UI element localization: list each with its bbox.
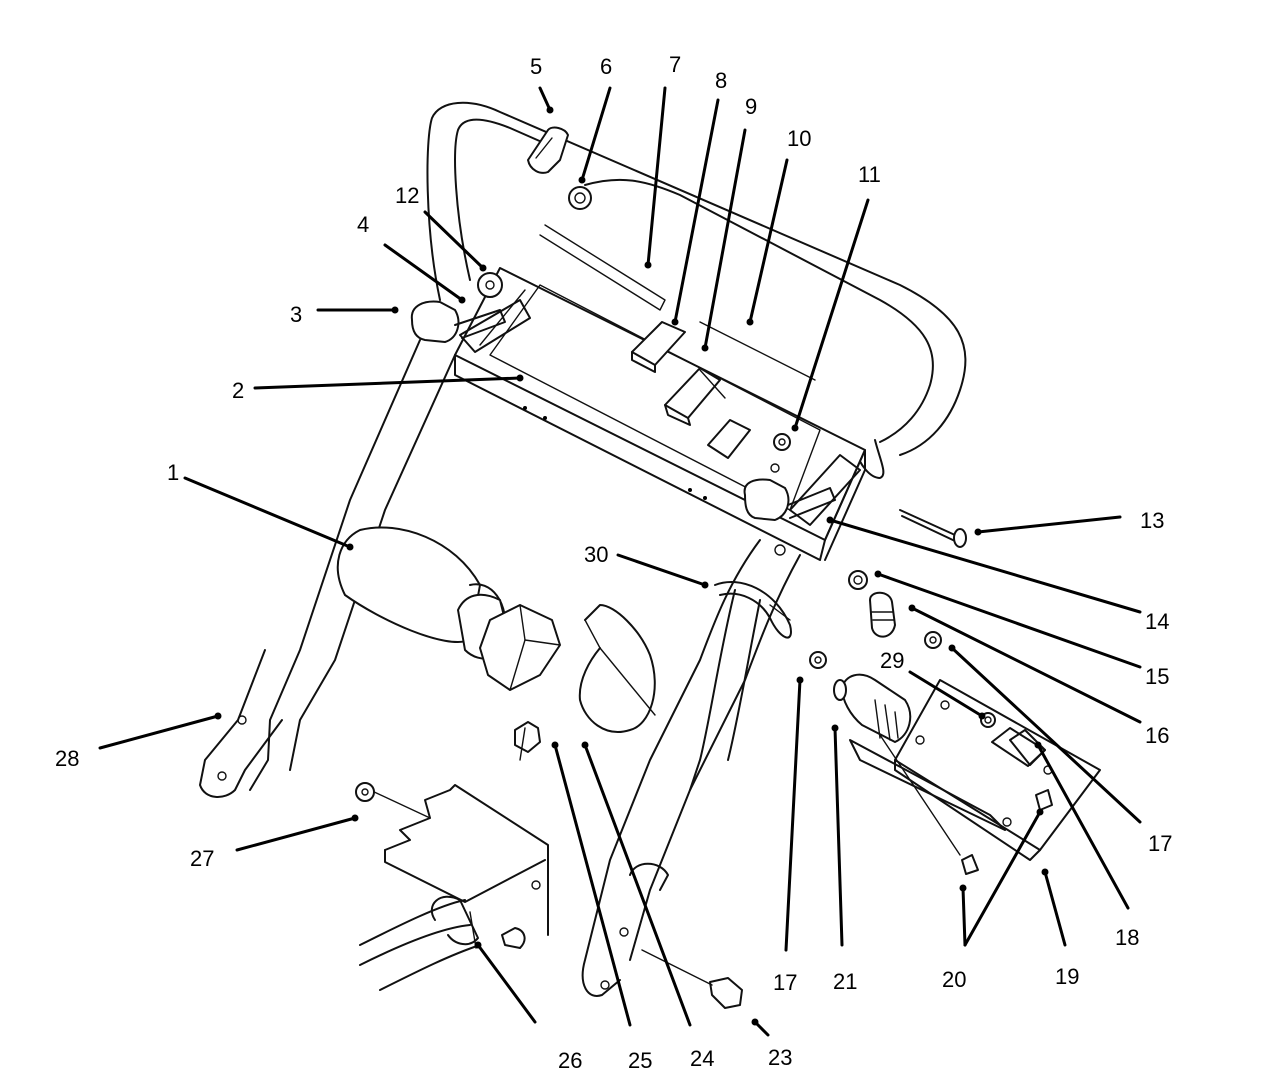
callout-1: 1	[167, 460, 179, 485]
callout-18: 18	[1115, 925, 1139, 950]
callout-24: 24	[690, 1046, 714, 1071]
control-panel	[454, 267, 866, 561]
callout-20: 20	[942, 967, 966, 992]
callout-13: 13	[1140, 508, 1164, 533]
callout-3: 3	[290, 302, 302, 327]
cylinder-part	[336, 526, 561, 691]
lower-left-bracket	[355, 782, 743, 1009]
clamp-part	[578, 604, 656, 733]
screw-25	[514, 721, 541, 761]
callout-5: 5	[530, 54, 542, 79]
leader-lines	[98, 86, 1142, 1037]
callout-8: 8	[715, 68, 727, 93]
callout-29: 29	[880, 648, 904, 673]
callout-21: 21	[833, 969, 857, 994]
callout-2: 2	[232, 378, 244, 403]
callout-28: 28	[55, 746, 79, 771]
cable-tie	[714, 580, 792, 639]
lower-right-bracket	[809, 631, 1101, 875]
callout-26: 26	[558, 1048, 582, 1073]
callout-17-bottom: 17	[773, 970, 797, 995]
callout-16: 16	[1145, 723, 1169, 748]
panel-components	[410, 126, 836, 521]
callout-7: 7	[669, 52, 681, 77]
callout-12: 12	[395, 183, 419, 208]
callout-30: 30	[584, 542, 608, 567]
solenoid-21	[833, 673, 912, 743]
callout-19: 19	[1055, 964, 1079, 989]
callout-23: 23	[768, 1045, 792, 1070]
callout-10: 10	[787, 126, 811, 151]
callout-4: 4	[357, 212, 369, 237]
right-small-parts	[848, 570, 896, 638]
callout-labels: 1 2 3 4 5 6 7 8 9 10 11 12 13 14 15 16 1…	[55, 52, 1172, 1073]
callout-27: 27	[190, 846, 214, 871]
callout-15: 15	[1145, 664, 1169, 689]
callout-25: 25	[628, 1048, 652, 1073]
bolt-13	[899, 509, 967, 548]
callout-17-right: 17	[1148, 831, 1172, 856]
callout-6: 6	[600, 54, 612, 79]
callout-9: 9	[745, 94, 757, 119]
callout-14: 14	[1145, 609, 1169, 634]
callout-11: 11	[858, 162, 881, 187]
handle-frame	[199, 101, 967, 997]
